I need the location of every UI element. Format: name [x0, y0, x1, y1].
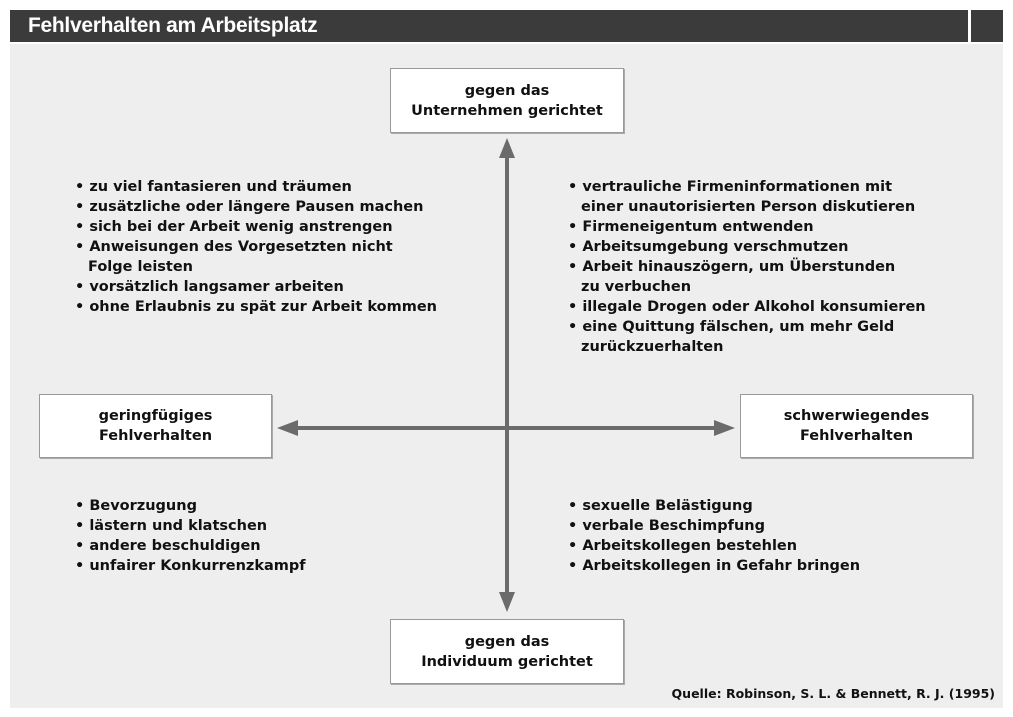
list-item: sexuelle Belästigung — [568, 496, 860, 516]
axis-label-line: schwerwiegendes — [783, 408, 930, 424]
title-bar: Fehlverhalten am Arbeitsplatz — [10, 10, 968, 42]
list-item: ohne Erlaubnis zu spät zur Arbeit kommen — [75, 297, 437, 317]
quadrant-bottom-right: sexuelle Belästigung verbale Beschimpfun… — [568, 496, 860, 576]
list-item: sich bei der Arbeit wenig anstrengen — [75, 217, 437, 237]
arrow-left-icon — [277, 420, 298, 436]
list-item: vertrauliche Firmeninformationen mit ein… — [568, 177, 926, 217]
arrow-right-icon — [714, 420, 735, 436]
page-title: Fehlverhalten am Arbeitsplatz — [28, 14, 318, 37]
list-item: andere beschuldigen — [75, 536, 306, 556]
axis-label-line: Individuum gerichtet — [421, 653, 593, 670]
list-item: Anweisungen des Vorgesetzten nicht Folge… — [75, 237, 437, 277]
axis-label-line: Fehlverhalten — [98, 428, 213, 444]
axis-label-top: gegen das Unternehmen gerichtet — [390, 68, 624, 133]
axis-label-line: gegen das — [464, 82, 550, 99]
axis-label-left: geringfügiges Fehlverhalten — [39, 394, 272, 458]
list-item: illegale Drogen oder Alkohol konsumieren — [568, 297, 925, 317]
source-citation: Quelle: Robinson, S. L. & Bennett, R. J.… — [671, 686, 995, 701]
list-item: zu viel fantasieren und träumen — [75, 177, 437, 197]
list-item: lästern und klatschen — [75, 516, 306, 536]
list-item: Bevorzugung — [75, 496, 306, 516]
title-bar-end — [971, 10, 1003, 42]
list-item: Firmeneigentum entwenden — [568, 217, 926, 237]
list-item: unfairer Konkurrenzkampf — [75, 556, 305, 576]
quadrant-top-right: vertrauliche Firmeninformationen mit ein… — [568, 177, 926, 357]
list-item: Arbeitsumgebung verschmutzen — [568, 237, 926, 257]
list-item: Arbeitskollegen in Gefahr bringen — [568, 556, 860, 576]
axis-label-line: Unternehmen gerichtet — [411, 102, 603, 119]
list-item: verbale Beschimpfung — [568, 516, 860, 536]
list-item: Arbeitskollegen bestehlen — [568, 536, 860, 556]
quadrant-top-left: zu viel fantasieren und träumen zusätzli… — [75, 177, 437, 317]
axis-label-line: gegen das — [464, 633, 550, 650]
arrow-up-icon — [499, 138, 515, 158]
axis-label-bottom: gegen das Individuum gerichtet — [390, 619, 624, 684]
list-item: vorsätzlich langsamer arbeiten — [75, 277, 437, 297]
arrow-down-icon — [499, 592, 515, 612]
quadrant-bottom-left: Bevorzugung lästern und klatschen andere… — [75, 496, 306, 576]
list-item: eine Quittung fälschen, um mehr Geld zur… — [568, 317, 926, 357]
axis-label-line: Fehlverhalten — [799, 428, 914, 444]
axis-label-line: geringfügiges — [98, 408, 213, 424]
axis-label-right: schwerwiegendes Fehlverhalten — [740, 394, 973, 458]
list-item: zusätzliche oder längere Pausen machen — [75, 197, 437, 217]
list-item: Arbeit hinauszögern, um Überstunden zu v… — [568, 257, 926, 297]
